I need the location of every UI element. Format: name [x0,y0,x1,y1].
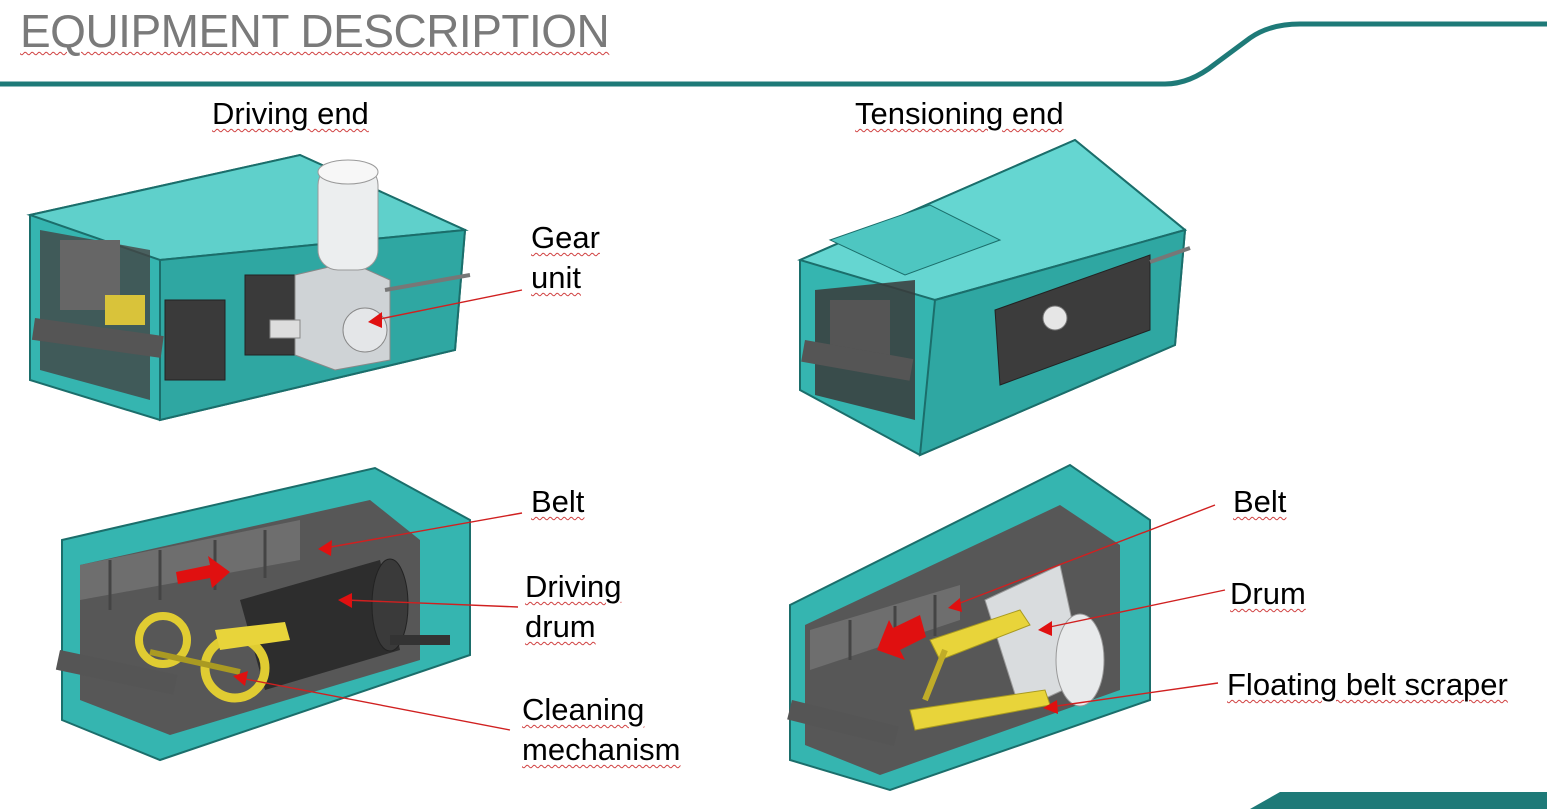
page-title: EQUIPMENT DESCRIPTION [20,5,610,57]
footer-accent-shape [1250,792,1547,809]
tensioning-end-cutaway-illustration [787,463,1151,792]
tensioning-end-exterior-illustration [797,138,1191,457]
driving-end-cutaway-illustration [55,466,471,762]
callout-cleaning-mechanism: Cleaning mechanism [522,692,681,767]
callout-leader-lines [239,289,1226,731]
callout-gear-unit: Gear unit [531,220,600,295]
driving-end-exterior-illustration [26,153,471,422]
callout-arrow-tips [233,312,1058,714]
callout-driving-drum: Driving drum [525,569,622,644]
section-label-tensioning-end: Tensioning end [855,96,1064,131]
header-divider-line [0,21,1547,87]
callout-drum: Drum [1230,576,1306,611]
callout-belt-tensioning: Belt [1233,484,1287,519]
callout-floating-belt-scraper: Floating belt scraper [1227,667,1508,702]
section-label-driving-end: Driving end [212,96,369,131]
callout-belt-driving: Belt [531,484,585,519]
